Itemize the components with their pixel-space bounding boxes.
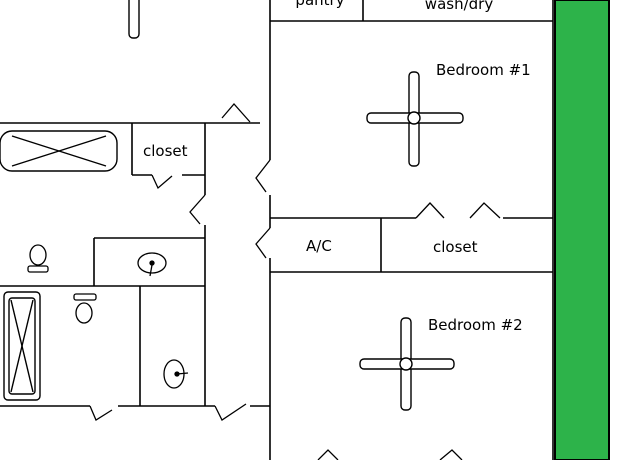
ceiling-fan-icon <box>366 71 464 167</box>
room-label-wash-dry: wash/dry <box>425 0 494 13</box>
exterior-green-strip <box>554 0 610 460</box>
sink-icon <box>163 359 189 389</box>
ceiling-fan-icon <box>359 317 455 411</box>
room-label-closet-left: closet <box>143 142 188 160</box>
toilet-icon <box>73 293 97 324</box>
bathtub-unit <box>0 130 118 172</box>
shower-unit <box>3 291 41 401</box>
ceiling-fan-icon <box>128 0 140 39</box>
room-label-bedroom-1: Bedroom #1 <box>436 61 531 79</box>
room-label-bedroom-2: Bedroom #2 <box>428 316 523 334</box>
room-label-closet-mid: closet <box>433 238 478 256</box>
room-label-ac: A/C <box>306 237 332 255</box>
door-swings <box>89 103 501 460</box>
walls <box>0 0 554 460</box>
toilet-icon <box>27 244 49 273</box>
sink-icon <box>137 252 167 277</box>
room-label-pantry: pantry <box>295 0 344 9</box>
